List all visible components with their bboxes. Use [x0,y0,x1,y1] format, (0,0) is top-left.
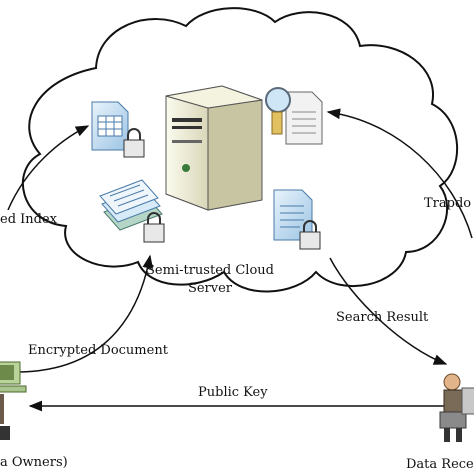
trapdoor-arrow [326,108,473,239]
cloud-server-label-line2: Server [187,281,233,296]
search-result-arrow [329,257,448,365]
encrypted-index-arrow [7,125,90,211]
magnifier-document-icon [265,87,323,145]
data-receiver-person-icon [439,373,474,442]
data-owners-label: a Owners) [0,455,68,470]
server-icon [165,85,263,211]
encrypted-index-label: ed Index [0,212,58,227]
trapdoor-label: Trapdo [424,196,472,211]
search-result-label: Search Result [336,310,429,325]
data-owners-person-icon [0,361,27,440]
document-lock-icon [273,189,321,250]
data-receiver-label: Data Rece [406,457,474,472]
table-document-lock-icon [91,101,145,158]
cloud-server-label-line1: Semi-trusted Cloud [146,263,274,278]
public-key-label: Public Key [198,385,268,400]
document-stack-lock-icon [99,179,165,243]
encrypted-document-label: Encrypted Document [28,343,168,358]
encrypted-document-arrow [15,254,154,373]
